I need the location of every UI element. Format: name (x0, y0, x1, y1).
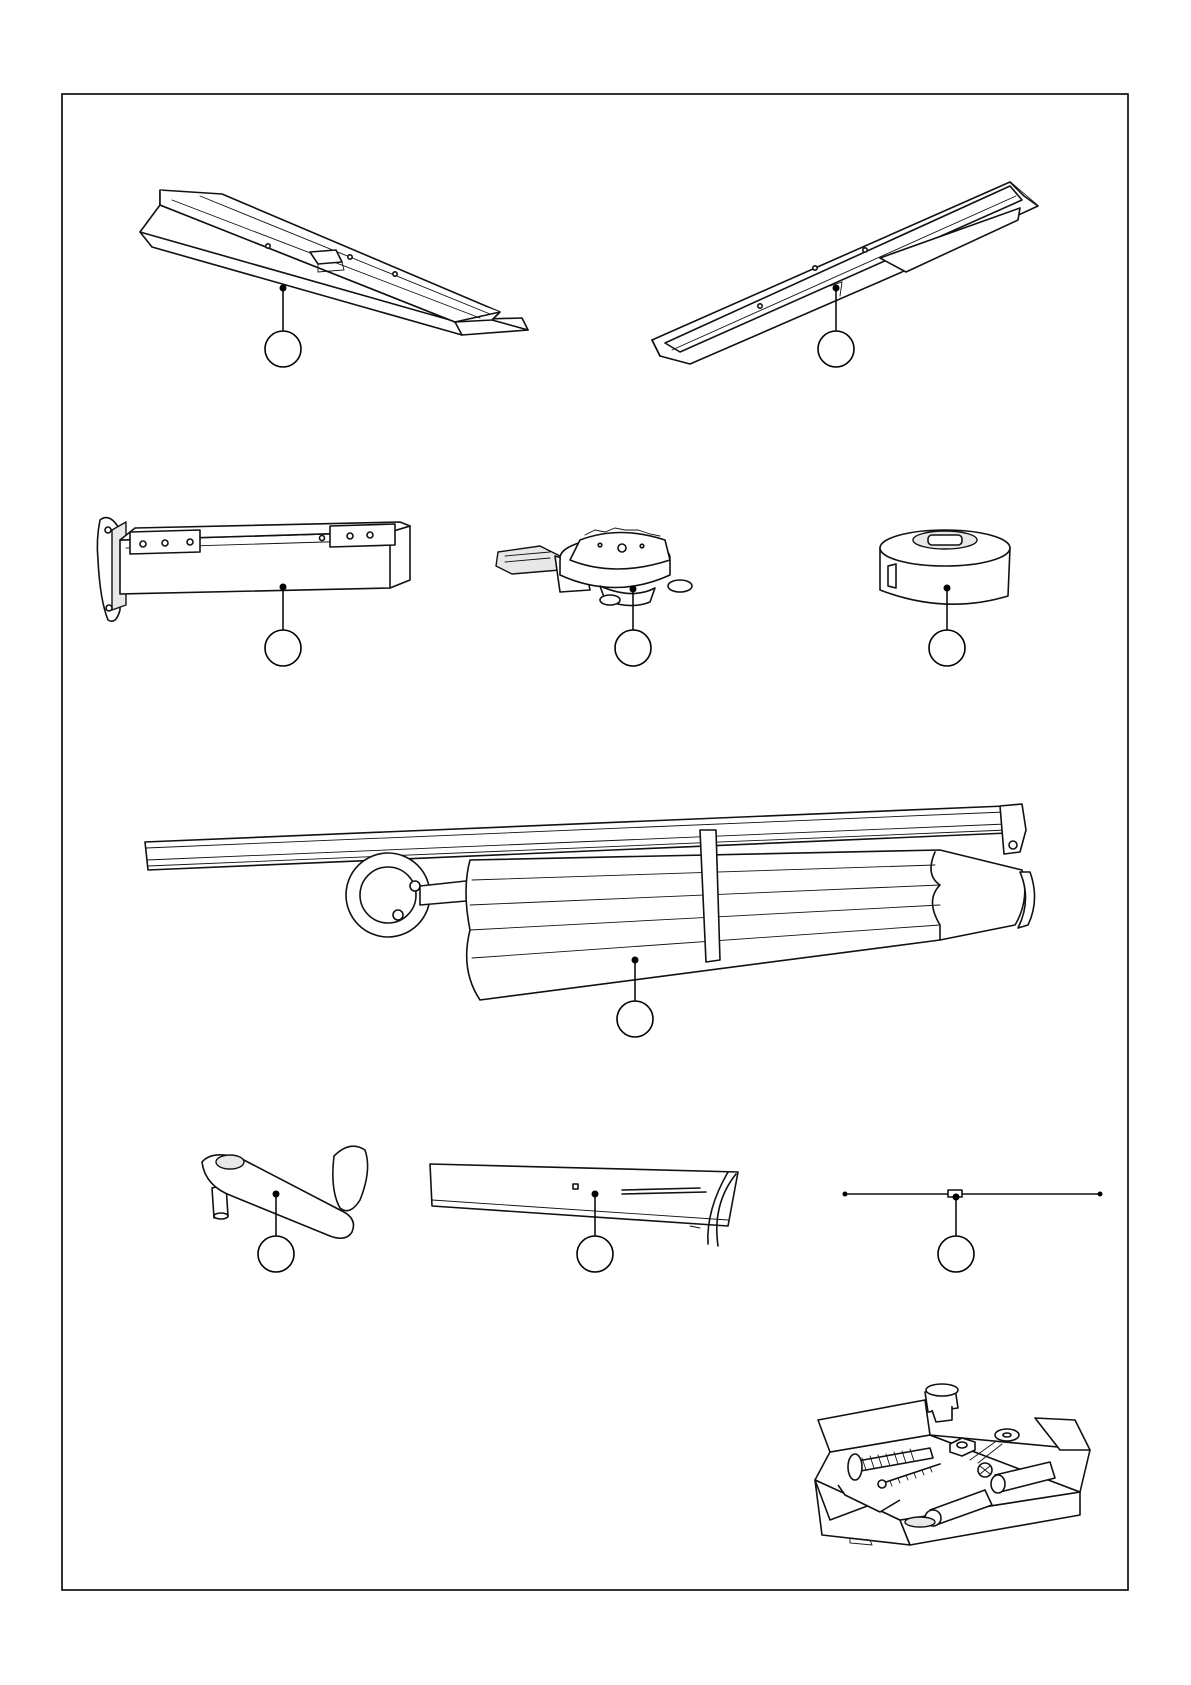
callout-wall-bracket-arm (265, 584, 301, 667)
left-rail-drawing (140, 190, 528, 335)
callout-tension-cable (938, 1194, 974, 1273)
base-cover-cap-drawing (880, 530, 1010, 604)
umbrella-cover-drawing (430, 1164, 738, 1246)
hardware-kit-drawing (815, 1384, 1090, 1545)
tension-cable-drawing (843, 1190, 1103, 1197)
umbrella-with-arm-drawing (145, 804, 1035, 1000)
wall-bracket-arm-drawing (97, 518, 410, 622)
crank-handle-drawing (202, 1146, 368, 1238)
callout-left-rail (265, 285, 301, 368)
rotation-base-drawing (496, 528, 692, 606)
